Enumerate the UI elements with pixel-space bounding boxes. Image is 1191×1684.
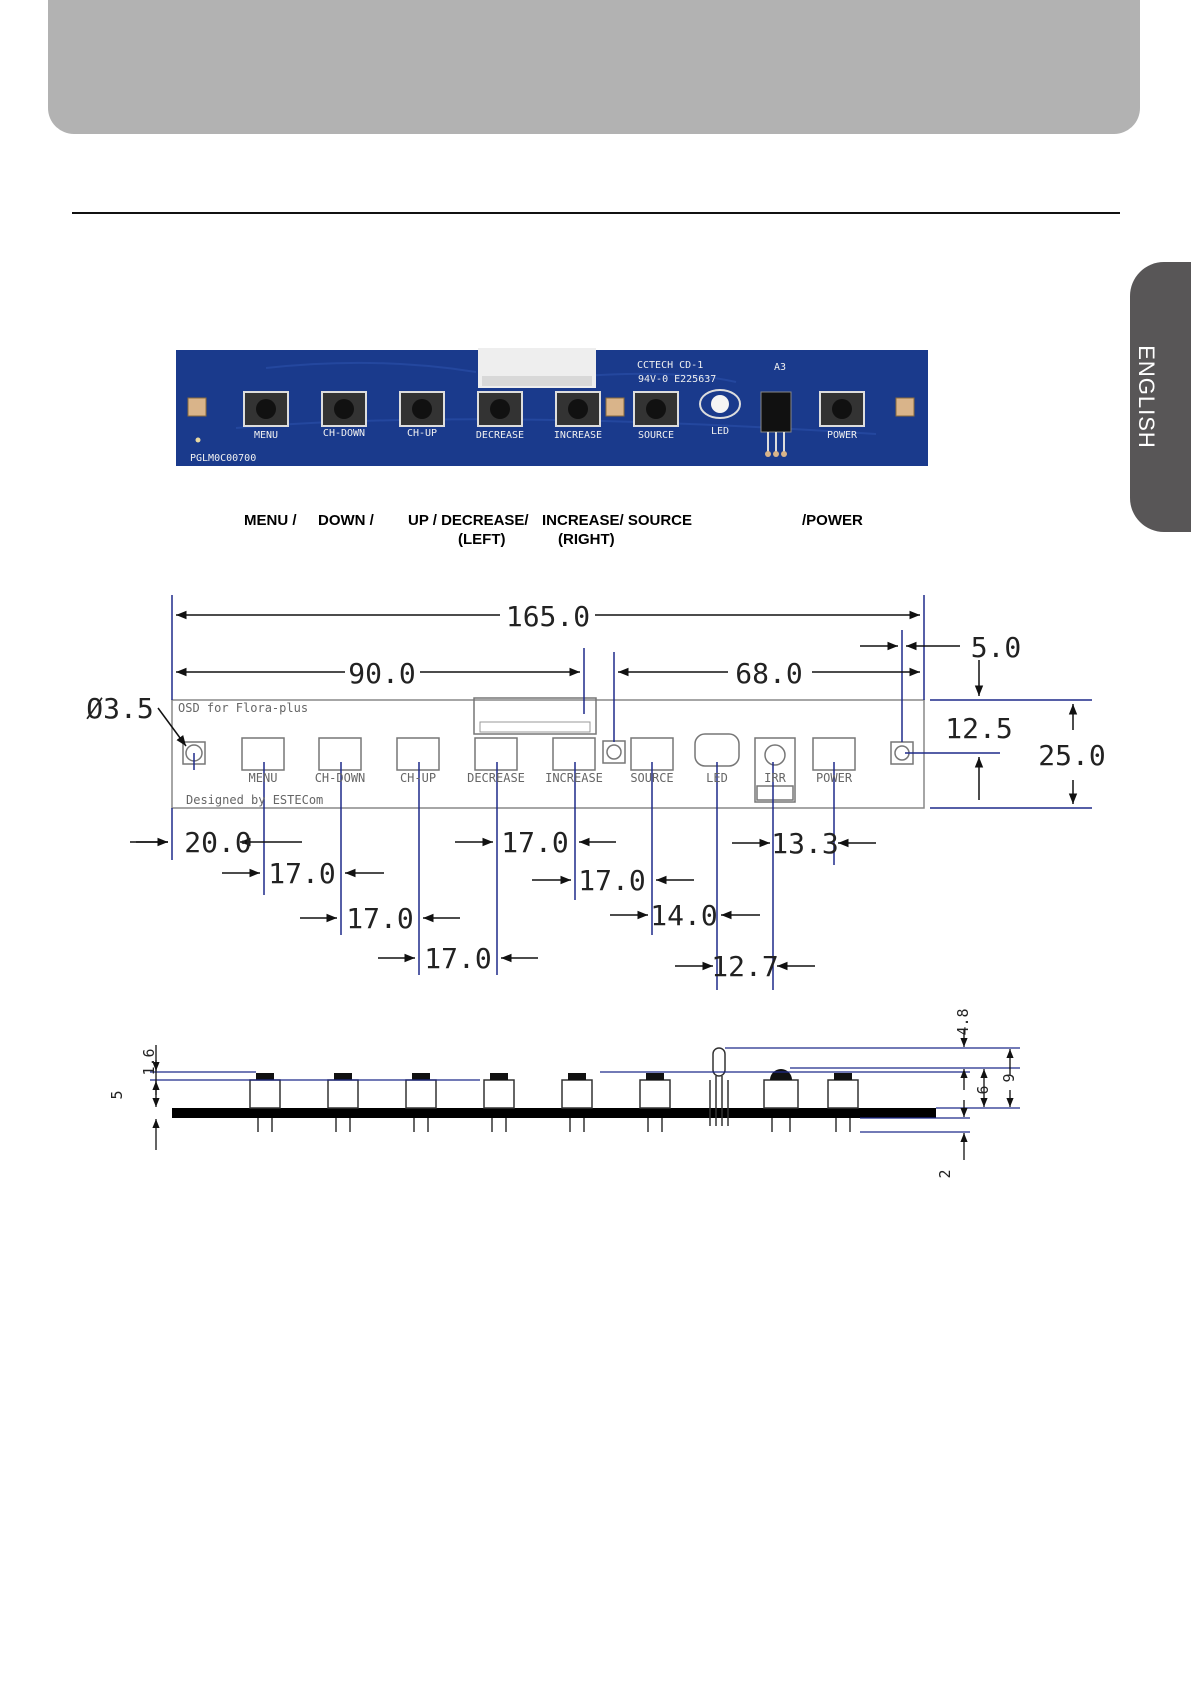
drawing-button-ch-down: [318, 737, 362, 771]
photo-button-increase: [555, 391, 601, 427]
drawing-label-source: SOURCE: [630, 771, 673, 785]
drawing-label-ch-down: CH-DOWN: [315, 771, 366, 785]
dim-height: 25.0: [1038, 739, 1105, 772]
dim-14: 14.0: [650, 899, 717, 932]
drawing-label-menu: MENU: [249, 771, 278, 785]
drawing-led: [694, 733, 740, 767]
silk-ch-up: CH-UP: [407, 428, 437, 439]
caption-increase-source: INCREASE/ SOURCE: [542, 512, 693, 529]
side-dim-5: 5: [108, 1090, 126, 1099]
photo-ir-receiver: [760, 391, 792, 457]
side-dim-2: 2: [936, 1169, 954, 1178]
dim-hole: Ø3.5: [86, 692, 153, 725]
dim-17-d: 17.0: [501, 826, 568, 859]
drawing-label-increase: INCREASE: [545, 771, 603, 785]
silk-source: SOURCE: [638, 430, 674, 441]
dim-right: 68.0: [735, 657, 802, 690]
drawing-designer: Designed by ESTECom: [186, 793, 323, 807]
drawing-label-irr: IRR: [764, 771, 786, 785]
photo-button-power: [819, 391, 865, 427]
photo-button-decrease: [477, 391, 523, 427]
caption-down: DOWN /: [318, 512, 374, 529]
photo-button-source: [633, 391, 679, 427]
caption-up-decrease: UP / DECREASE/: [408, 512, 529, 529]
caption-power: /POWER: [802, 512, 863, 529]
photo-button-menu: [243, 391, 289, 427]
silk-decrease: DECREASE: [476, 430, 524, 441]
pcb-photo: CCTECH CD-1 94V-0 E225637 A3 PGLM0C00700…: [176, 348, 928, 466]
dim-half-height: 12.5: [945, 712, 1012, 745]
dimension-drawing: 165.0 90.0 68.0 5.0 Ø3.5 12.5 25.0 20.0 …: [86, 595, 1106, 1179]
dim-17-b: 17.0: [346, 902, 413, 935]
connector-pins: [482, 376, 592, 386]
photo-led: [699, 389, 741, 419]
mounting-pad-left: [187, 397, 207, 417]
caption-menu: MENU /: [244, 512, 297, 529]
part-number: PGLM0C00700: [190, 453, 256, 464]
silk-ch-down: CH-DOWN: [323, 428, 365, 439]
silk-led: LED: [711, 426, 729, 437]
dim-edge: 5.0: [971, 631, 1022, 664]
drawing-connector: [473, 697, 597, 735]
side-dim-9: 9: [1000, 1073, 1018, 1082]
silk-power: POWER: [827, 430, 858, 441]
caption-right: (RIGHT): [558, 531, 615, 548]
dim-20: 20.0: [184, 826, 251, 859]
board-label: CCTECH CD-1: [637, 360, 703, 371]
silk-menu: MENU: [254, 430, 278, 441]
drawing-label-decrease: DECREASE: [467, 771, 525, 785]
silk-increase: INCREASE: [554, 430, 602, 441]
side-dim-6: 6: [974, 1085, 992, 1094]
drawing-button-ch-up: [396, 737, 440, 771]
side-view-board: [172, 1108, 936, 1118]
board-rev: A3: [774, 362, 786, 373]
drawing-label-ch-up: CH-UP: [400, 771, 436, 785]
drawing-button-menu: [241, 737, 285, 771]
dim-13-3: 13.3: [771, 827, 838, 860]
photo-button-ch-down: [321, 391, 367, 427]
dim-17-e: 17.0: [578, 864, 645, 897]
dim-left: 90.0: [348, 657, 415, 690]
header-band: [48, 0, 1140, 134]
language-tab[interactable]: ENGLISH: [1130, 262, 1191, 532]
drawing-button-decrease: [474, 737, 518, 771]
dim-12-7: 12.7: [711, 950, 778, 983]
dim-17-c: 17.0: [424, 942, 491, 975]
mounting-pad-mid: [605, 397, 625, 417]
drawing-board-outline: [171, 699, 925, 809]
side-view: 1.6 5 4.8 6 9 2: [108, 1008, 1020, 1179]
photo-button-ch-up: [399, 391, 445, 427]
drawing-title: OSD for Flora-plus: [178, 701, 308, 715]
board-rating: 94V-0 E225637: [638, 374, 716, 385]
drawing-button-increase: [552, 737, 596, 771]
side-dim-1-6: 1.6: [140, 1048, 158, 1075]
drawing-irr: [754, 737, 796, 803]
dim-17-a: 17.0: [268, 857, 335, 890]
mounting-pad-right: [895, 397, 915, 417]
drawing-label-led: LED: [706, 771, 728, 785]
drawing-label-power: POWER: [816, 771, 853, 785]
section-rule: [72, 212, 1120, 214]
caption-left: (LEFT): [458, 531, 506, 548]
side-dim-4-8: 4.8: [954, 1008, 972, 1035]
dim-total: 165.0: [506, 600, 590, 633]
